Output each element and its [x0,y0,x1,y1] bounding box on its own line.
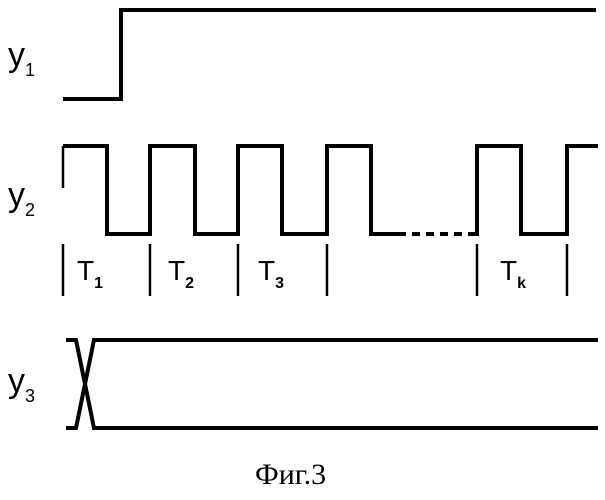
signal-y1-waveform [63,10,596,99]
signal-y2-waveform-tail [472,146,598,234]
signal-label-y3: y3 [8,362,35,406]
signal-label-y2: y2 [8,176,35,220]
signal-y2-waveform [63,146,398,234]
signal-y3-waveform [66,340,598,428]
figure-caption: Фиг.3 [255,458,326,491]
period-label-tk: Tk [500,255,526,292]
period-label-t1: T1 [77,255,103,292]
period-label-t3: T3 [258,255,284,292]
signal-label-y1: y1 [8,36,35,80]
period-label-t2: T2 [168,255,194,292]
